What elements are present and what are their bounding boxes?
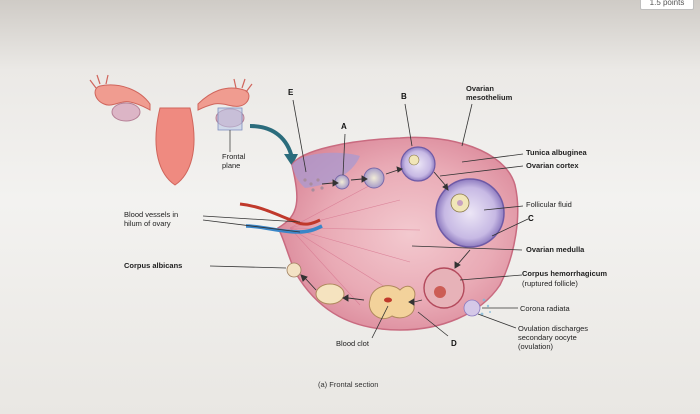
label-ruptured-follicle: (ruptured follicle) [522, 279, 578, 288]
label-corona-radiata: Corona radiata [520, 304, 570, 313]
letter-e: E [288, 88, 293, 97]
figure-caption: (a) Frontal section [318, 380, 378, 389]
letter-a: A [341, 122, 347, 131]
label-ovarian-cortex: Ovarian cortex [526, 161, 579, 170]
label-corpus-albicans: Corpus albicans [124, 261, 182, 270]
letter-c: C [528, 214, 534, 223]
label-blood-vessels-line2: hilum of ovary [124, 219, 171, 228]
label-blood-clot: Blood clot [336, 339, 369, 348]
label-ovulation-line2: secondary oocyte [518, 333, 577, 342]
label-ovarian-medulla: Ovarian medulla [526, 245, 584, 254]
letter-d: D [451, 339, 457, 348]
label-corpus-hemorrhagicum: Corpus hemorrhagicum [522, 269, 607, 278]
label-ovulation-line1: Ovulation discharges [518, 324, 588, 333]
label-tunica-albuginea: Tunica albuginea [526, 148, 587, 157]
letter-b: B [401, 92, 407, 101]
label-follicular-fluid: Follicular fluid [526, 200, 572, 209]
label-ovulation-line3: (ovulation) [518, 342, 553, 351]
label-frontal-line1: Frontal [222, 152, 245, 161]
label-blood-vessels-line1: Blood vessels in [124, 210, 178, 219]
label-frontal-line2: plane [222, 161, 240, 170]
label-ovarian-mesothelium: Ovarian mesothelium [466, 84, 528, 102]
